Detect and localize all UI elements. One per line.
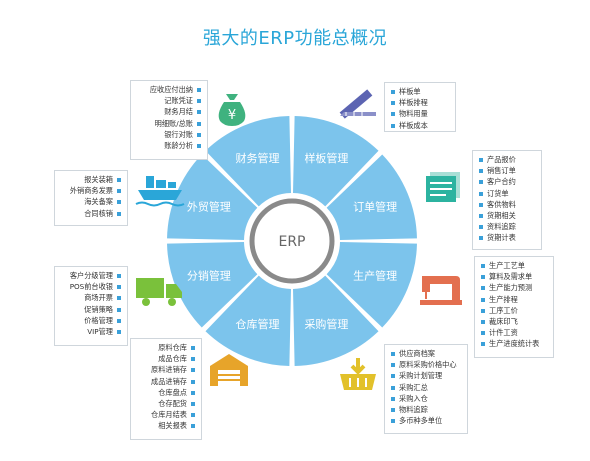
production-box: 生产工艺单算料及需求单生产能力预测生产排程工序工价裁床印飞计件工资生产进度统计表 [474, 256, 554, 358]
warehouse-item: 成品进销存 [137, 376, 195, 387]
sample-box: 样板单样板排程物料用量样板成本 [384, 82, 456, 132]
trade-item: 报关装箱 [61, 174, 121, 185]
production-item: 裁床印飞 [481, 316, 547, 327]
warehouse-item: 仓存配货 [137, 398, 195, 409]
money-bag-icon: ¥ [218, 94, 246, 126]
sewing-machine-icon [420, 276, 462, 305]
purchase-item: 供应商档案 [391, 348, 461, 359]
warehouse-item: 仓库盘点 [137, 387, 195, 398]
sample-item: 物料用量 [391, 108, 449, 119]
finance-item: 账龄分析 [137, 140, 201, 151]
order-item: 订货单 [479, 188, 535, 199]
order-item: 产品报价 [479, 154, 535, 165]
distribution-item: VIP管理 [61, 326, 121, 337]
warehouse-box: 原料仓库成品仓库原料进销存成品进销存仓库盘点仓存配货仓库月结表相关报表 [130, 338, 202, 440]
trade-item: 外销商务发票 [61, 185, 121, 196]
finance-box: 应收应付出纳记账凭证财务月结明细账/总账银行对账账龄分析 [130, 80, 208, 160]
wheel-segment [293, 116, 379, 207]
warehouse-icon [210, 354, 248, 386]
center-label: ERP [278, 234, 305, 250]
segment-label: 采购管理 [304, 317, 348, 331]
warehouse-item: 相关报表 [137, 420, 195, 431]
distribution-item: 促销策略 [61, 304, 121, 315]
warehouse-item: 原料仓库 [137, 342, 195, 353]
order-item: 货期计表 [479, 232, 535, 243]
production-item: 算料及需求单 [481, 271, 547, 282]
segment-label: 样板管理 [304, 151, 348, 165]
trade-box: 报关装箱外销商务发票海关备案合同核销 [54, 170, 128, 226]
invoice-stack-icon [426, 172, 460, 202]
purchase-item: 多币种多单位 [391, 415, 461, 426]
warehouse-item: 成品仓库 [137, 353, 195, 364]
distribution-item: 客户分级管理 [61, 270, 121, 281]
segment-label: 生产管理 [353, 268, 397, 282]
purchase-item: 采购计划管理 [391, 370, 461, 381]
purchase-item: 物料追踪 [391, 404, 461, 415]
production-item: 计件工资 [481, 327, 547, 338]
segment-label: 订单管理 [353, 200, 397, 214]
wheel-segment [205, 116, 291, 207]
purchase-item: 原料采购价格中心 [391, 359, 461, 370]
wheel-segment [326, 154, 417, 240]
wheel-segment [326, 242, 417, 328]
order-item: 资料追踪 [479, 221, 535, 232]
distribution-item: 商场开票 [61, 292, 121, 303]
wheel-segment [167, 242, 258, 328]
segment-label: 外贸管理 [187, 200, 231, 214]
trade-item: 海关备案 [61, 196, 121, 207]
segment-label: 分销管理 [187, 268, 231, 282]
trade-item: 合同核销 [61, 208, 121, 219]
purchase-box: 供应商档案原料采购价格中心采购计划管理采购汇总采购入仓物料追踪多币种多单位 [384, 344, 468, 434]
wheel-segment [205, 275, 291, 366]
wheel-segment [293, 275, 379, 366]
segment-label: 财务管理 [236, 151, 280, 165]
production-item: 工序工价 [481, 305, 547, 316]
segment-label: 仓库管理 [236, 317, 280, 331]
order-item: 客供物料 [479, 199, 535, 210]
page-title: 强大的ERP功能总概况 [202, 28, 388, 49]
production-item: 生产能力预测 [481, 282, 547, 293]
purchase-item: 采购入仓 [391, 393, 461, 404]
ruler-chart-icon [339, 89, 376, 119]
order-item: 客户合约 [479, 176, 535, 187]
wheel-segment [167, 154, 258, 240]
delivery-truck-icon [136, 278, 182, 306]
distribution-item: POS前台收银 [61, 281, 121, 292]
purchase-item: 采购汇总 [391, 382, 461, 393]
cargo-ship-icon [135, 176, 185, 207]
finance-item: 明细账/总账 [137, 118, 201, 129]
order-item: 货期相关 [479, 210, 535, 221]
production-item: 生产工艺单 [481, 260, 547, 271]
production-item: 生产进度统计表 [481, 338, 547, 349]
order-item: 销售订单 [479, 165, 535, 176]
sample-item: 样板排程 [391, 97, 449, 108]
finance-item: 财务月结 [137, 106, 201, 117]
sample-item: 样板单 [391, 86, 449, 97]
svg-text:¥: ¥ [228, 108, 236, 123]
production-item: 生产排程 [481, 294, 547, 305]
warehouse-item: 仓库月结表 [137, 409, 195, 420]
warehouse-item: 原料进销存 [137, 364, 195, 375]
shopping-basket-icon [340, 358, 376, 390]
distribution-item: 价格管理 [61, 315, 121, 326]
center-inner [258, 207, 326, 275]
finance-item: 记账凭证 [137, 95, 201, 106]
finance-item: 应收应付出纳 [137, 84, 201, 95]
sample-item: 样板成本 [391, 120, 449, 131]
finance-item: 银行对账 [137, 129, 201, 140]
order-box: 产品报价销售订单客户合约订货单客供物料货期相关资料追踪货期计表 [472, 150, 542, 250]
